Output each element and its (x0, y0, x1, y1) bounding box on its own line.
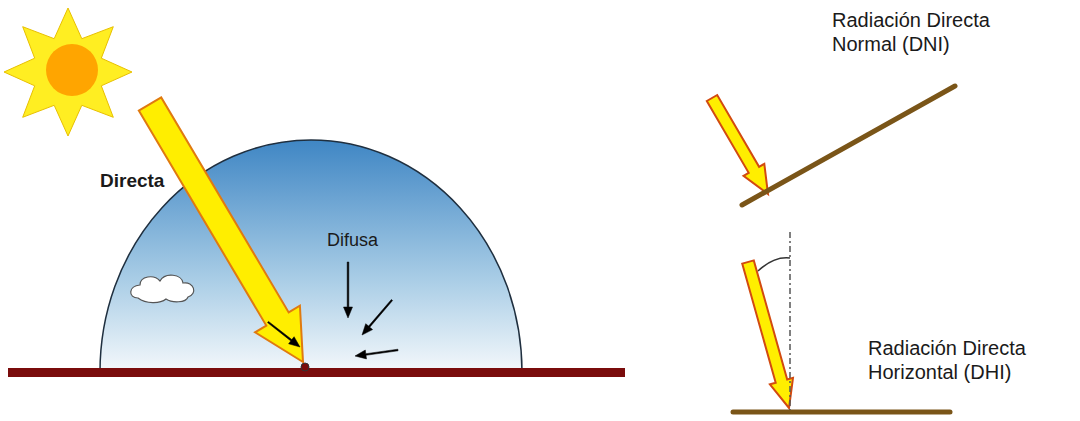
direct-ray-arrow (139, 97, 303, 362)
diffuse-ray-arrow (362, 300, 393, 336)
horizontal-surface (733, 410, 950, 415)
diffuse-ray-arrow (344, 262, 353, 318)
normal-ray-arrow (707, 95, 768, 194)
cloud (131, 275, 194, 302)
horizontal-ray-arrow (742, 260, 793, 408)
tilted-surface (742, 86, 955, 205)
angle-arc (758, 258, 790, 271)
ground-bar (8, 368, 625, 377)
vertical-dashed-line (789, 232, 791, 410)
sky-dome (100, 140, 522, 372)
dhi-label: Radiación Directa Horizontal (DHI) (868, 336, 1073, 384)
ground-point (301, 363, 309, 371)
arrows (139, 95, 793, 408)
direct-label: Directa (100, 170, 164, 193)
sun-core (46, 44, 98, 96)
diffuse-label: Difusa (327, 230, 378, 252)
dni-label: Radiación Directa Normal (DNI) (832, 8, 1042, 56)
sun-rays (4, 8, 132, 136)
diffuse-ray-arrow (355, 349, 398, 359)
sun (4, 8, 132, 136)
diffuse-ray-arrow (268, 321, 301, 347)
